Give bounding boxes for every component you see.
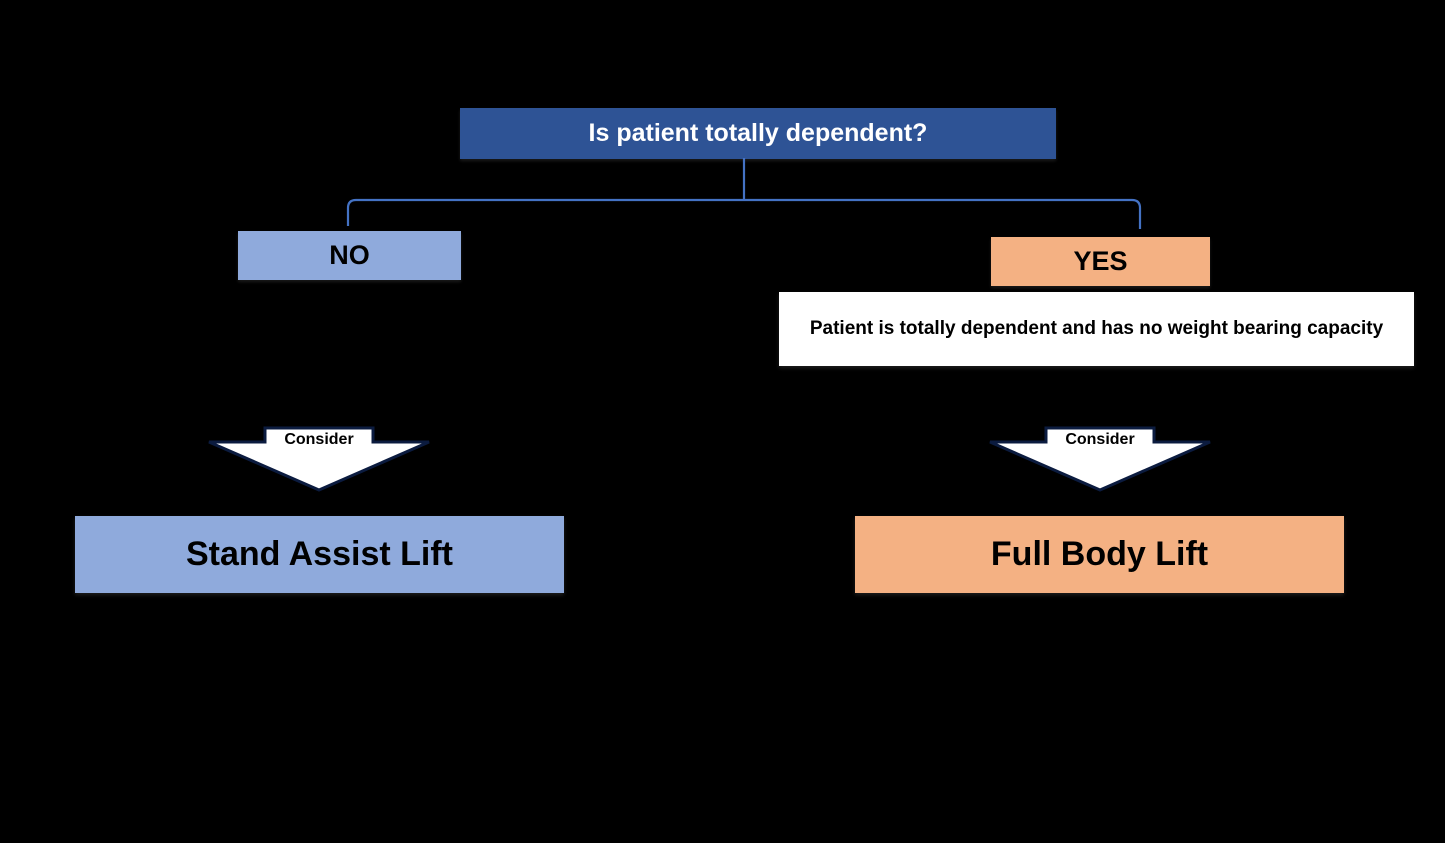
down-arrow-icon [208, 426, 430, 492]
connector-bracket [346, 198, 1142, 229]
decision-box-label: Is patient totally dependent? [588, 118, 928, 147]
consider-arrow-left: Consider [207, 426, 431, 492]
consider-arrow-right-label: Consider [1065, 431, 1135, 448]
split-bracket-connector [346, 158, 1142, 229]
consider-arrow-left-label: Consider [284, 431, 354, 448]
branch-box-no[interactable]: NO [238, 231, 461, 280]
branch-box-no-label: NO [329, 239, 370, 270]
branch-box-yes-label: YES [1073, 245, 1128, 276]
note-box-yes-description: Patient is totally dependent and has no … [779, 292, 1414, 366]
outcome-box-full-body-lift[interactable]: Full Body Lift [855, 516, 1344, 593]
note-box-yes-text: Patient is totally dependent and has no … [809, 317, 1384, 339]
outcome-box-stand-assist-lift-label: Stand Assist Lift [186, 535, 453, 574]
consider-arrow-right: Consider [988, 426, 1212, 492]
outcome-box-full-body-lift-label: Full Body Lift [990, 535, 1209, 574]
down-arrow-icon [989, 426, 1211, 492]
branch-box-yes[interactable]: YES [991, 237, 1210, 286]
decision-box-totally-dependent[interactable]: Is patient totally dependent? [460, 108, 1056, 159]
outcome-box-stand-assist-lift[interactable]: Stand Assist Lift [75, 516, 564, 593]
